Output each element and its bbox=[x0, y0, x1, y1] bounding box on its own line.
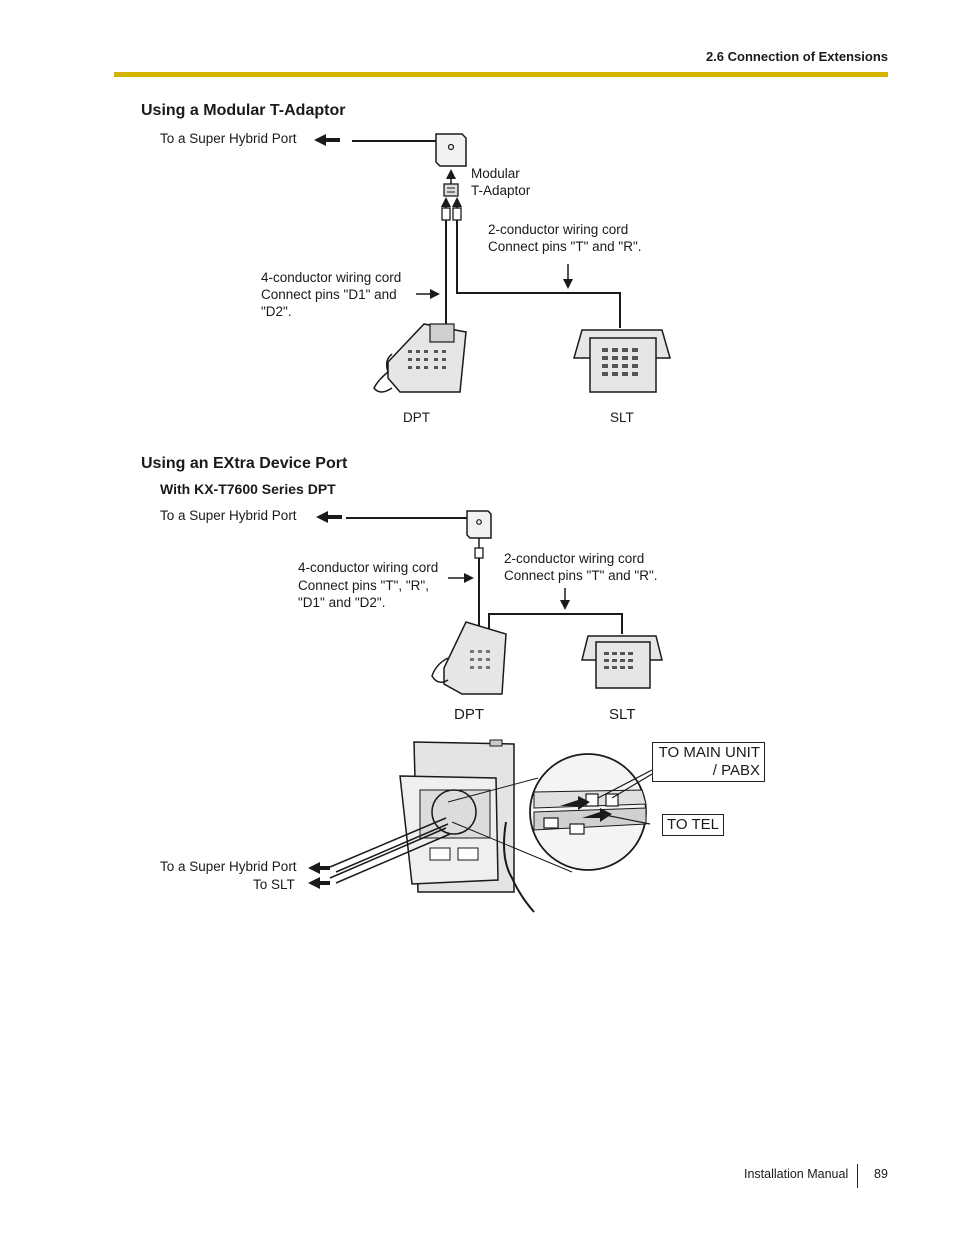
to-main-unit-line1: TO MAIN UNIT bbox=[658, 744, 760, 761]
jack-zoom-callout bbox=[447, 753, 647, 873]
section-title: 2.6 Connection of Extensions bbox=[705, 49, 888, 64]
section1-slt-label: SLT bbox=[610, 410, 634, 425]
section2-port-label: To a Super Hybrid Port bbox=[160, 508, 297, 523]
section1-cord2-line2: Connect pins "T" and "R". bbox=[488, 239, 642, 254]
dpt-slt-link bbox=[488, 613, 623, 637]
slt-phone-icon bbox=[573, 329, 671, 393]
port-arrow-slt bbox=[308, 877, 330, 889]
modular-adaptor-label-line2: T-Adaptor bbox=[471, 183, 531, 198]
to-tel-leader bbox=[599, 813, 651, 825]
to-main-unit-label: TO MAIN UNIT / PABX bbox=[652, 742, 765, 782]
port-arrow-hybrid bbox=[308, 862, 330, 874]
section1-port-label: To a Super Hybrid Port bbox=[160, 131, 297, 146]
page-number: 89 bbox=[874, 1167, 888, 1181]
outgoing-cables bbox=[329, 817, 451, 884]
section1-cord4-line2: Connect pins "D1" and bbox=[261, 287, 397, 302]
wall-jack-icon-2 bbox=[466, 510, 492, 559]
to-main-unit-line2: / PABX bbox=[712, 762, 760, 779]
super-hybrid-port-arrow-2 bbox=[316, 511, 342, 523]
section1-cord4-line1: 4-conductor wiring cord bbox=[261, 270, 402, 285]
to-main-leader-2 bbox=[611, 773, 653, 799]
slt-phone-icon-2 bbox=[581, 635, 663, 689]
section2-cord4-line2: Connect pins "T", "R", bbox=[298, 578, 429, 593]
to-main-leader bbox=[597, 769, 653, 799]
footer-separator bbox=[857, 1164, 858, 1188]
to-tel-label: TO TEL bbox=[662, 814, 724, 836]
bottom-slt-label: To SLT bbox=[253, 877, 295, 892]
section2-dpt-label: DPT bbox=[454, 706, 484, 723]
section1-dpt-label: DPT bbox=[403, 410, 430, 425]
dpt-phone-icon bbox=[373, 323, 467, 393]
section1-cord4-line3: "D2". bbox=[261, 304, 292, 319]
header-rule bbox=[114, 72, 888, 77]
section2-heading: Using an EXtra Device Port bbox=[141, 455, 348, 472]
section1-heading: Using a Modular T-Adaptor bbox=[141, 102, 346, 119]
dpt-rear-panel-illustration bbox=[399, 739, 535, 913]
section2-cord4-line1: 4-conductor wiring cord bbox=[298, 560, 439, 575]
section2-slt-label: SLT bbox=[609, 706, 636, 723]
bottom-port-label: To a Super Hybrid Port bbox=[160, 859, 297, 874]
modular-adaptor-label-line1: Modular bbox=[471, 166, 520, 181]
modular-t-adaptor-icon bbox=[441, 169, 462, 221]
section2-cord2-line1: 2-conductor wiring cord bbox=[504, 551, 645, 566]
section2-cord2-line2: Connect pins "T" and "R". bbox=[504, 568, 658, 583]
wall-jack-icon bbox=[435, 133, 467, 167]
section2-cord4-line3: "D1" and "D2". bbox=[298, 595, 386, 610]
slt-cable-1 bbox=[456, 220, 621, 328]
dpt-phone-icon-2 bbox=[431, 621, 507, 695]
section1-cord2-line1: 2-conductor wiring cord bbox=[488, 222, 629, 237]
super-hybrid-port-arrow-1 bbox=[314, 134, 340, 146]
section2-subheading: With KX-T7600 Series DPT bbox=[160, 481, 336, 497]
footer-manual-name: Installation Manual bbox=[744, 1167, 849, 1181]
